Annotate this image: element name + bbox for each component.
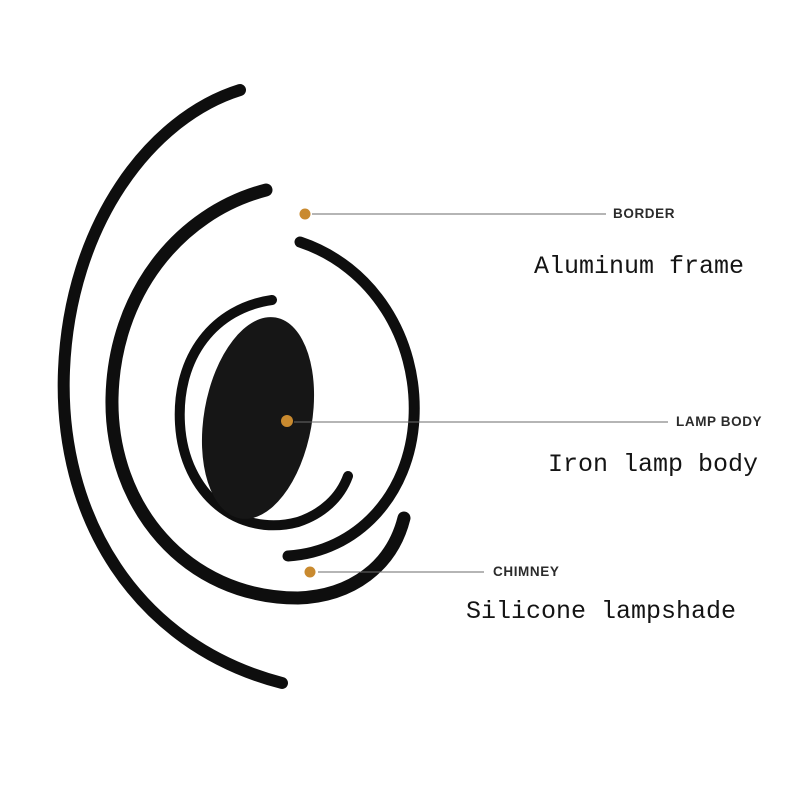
lamp-frame-arc-right [282,236,420,562]
callout-description-chimney: Silicone lampshade [466,597,737,626]
callout-dots [281,208,316,578]
callout-description-lamp-body: Iron lamp body [548,450,759,479]
callout-description-border: Aluminum frame [534,252,745,281]
callout-label-lamp-body: LAMP BODY [676,414,763,429]
callout-dot-chimney [304,566,316,578]
lamp-frame-arc-inner [174,295,353,531]
callout-dot-border [299,208,311,220]
leader-lines [294,213,668,573]
lamp-body-ellipse [201,317,315,519]
callout-label-border: BORDER [613,206,676,221]
callout-label-chimney: CHIMNEY [493,564,560,579]
callout-dot-lamp-body [281,415,293,427]
lamp-frame-arc-middle [105,183,411,605]
lamp-frame-arc-outer [57,84,288,689]
lamp-frame-spiral [57,84,420,689]
